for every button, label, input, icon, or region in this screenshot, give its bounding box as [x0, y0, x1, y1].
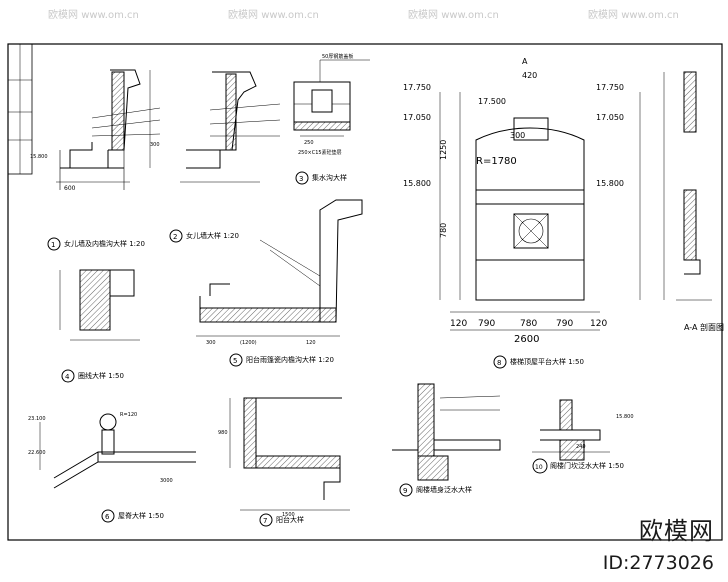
detail-title: 楼梯顶屋平台大样 1:50 [510, 357, 584, 366]
detail-number: 4 [65, 373, 70, 381]
brand-name: 欧模网 [639, 517, 714, 545]
detail-title: 圈线大样 1:50 [78, 371, 124, 380]
image-id: ID:2773026 [602, 552, 714, 574]
detail-number: 7 [263, 517, 267, 525]
stair-elev-right: 17.750 [596, 83, 624, 92]
detail-title: 阁楼门坎泛水大样 1:50 [550, 461, 624, 470]
watermark: 欧模网 www.om.cn [48, 10, 139, 21]
detail-1-dim: 600 [64, 185, 76, 192]
detail-bubble [259, 513, 273, 527]
section-aa [663, 71, 712, 301]
detail-6-elevation: 22.600 [28, 450, 46, 456]
detail-number: 5 [233, 357, 237, 365]
stair-total-width: 2600 [514, 334, 539, 345]
detail-title: 女儿墙及内檐沟大样 1:20 [64, 239, 145, 248]
detail-title: 阳台大样 [276, 515, 304, 524]
detail-bubble [399, 483, 413, 497]
detail-number: 2 [173, 233, 177, 241]
detail-bubble [295, 171, 309, 185]
section-mark: A [522, 57, 528, 66]
stair-bottom-dim: 790 [478, 319, 495, 329]
stair-vdim: 780 [439, 223, 448, 238]
detail-title: 集水沟大样 [312, 173, 347, 182]
detail-5-dim: 300 [206, 340, 216, 346]
section-aa-label: A-A 剖面图 [684, 322, 724, 332]
detail-number: 9 [403, 487, 407, 495]
stair-top-dim: 300 [510, 131, 525, 140]
detail-6-radius: R=120 [120, 412, 137, 418]
stair-bottom-dim: 120 [450, 319, 467, 329]
detail-number: 3 [299, 175, 303, 183]
detail-3-top-label: 50厚钢筋盖板 [322, 53, 353, 60]
stair-elev-left: 17.050 [403, 113, 431, 122]
sheet-frame [7, 43, 723, 541]
detail-3-note: 250×C15素砼垫层 [298, 149, 342, 156]
stair-elev-right: 15.800 [596, 179, 624, 188]
detail-3-dim: 250 [304, 140, 314, 146]
detail-7-dim: 980 [218, 430, 228, 436]
detail-3-drain [293, 59, 370, 137]
detail-number: 8 [497, 359, 501, 367]
stair-radius: R=1780 [476, 156, 517, 167]
detail-bubble [229, 353, 243, 367]
detail-6-dim: 3000 [160, 478, 173, 484]
detail-6-elevation: 23.100 [28, 416, 46, 422]
stair-elev-left: 15.800 [403, 179, 431, 188]
detail-bubble [493, 355, 507, 369]
stair-bottom-dim: 120 [590, 319, 607, 329]
detail-9-attic-flashing [392, 383, 501, 481]
detail-10-elevation: 15.800 [616, 414, 634, 420]
stair-elev-mid: 17.500 [478, 97, 506, 106]
detail-1-dim: 300 [150, 142, 160, 148]
watermark: 欧模网 www.om.cn [588, 10, 679, 21]
watermark: 欧模网 www.om.cn [408, 10, 499, 21]
detail-1-elevation: 15.800 [30, 154, 48, 160]
detail-8-stair-platform [439, 92, 641, 331]
stair-elev-right: 17.050 [596, 113, 624, 122]
detail-5-dim: (1200) [240, 340, 257, 346]
detail-title: 女儿墙大样 1:20 [186, 231, 239, 240]
detail-bubble [47, 237, 61, 251]
stair-bottom-dim: 790 [556, 319, 573, 329]
detail-5-dim: 120 [306, 340, 316, 346]
detail-number: 6 [105, 513, 110, 521]
detail-7-dim: 1500 [282, 512, 295, 518]
stair-vdim: 1250 [439, 140, 448, 160]
detail-bubble [169, 229, 183, 243]
detail-10-door-sill [532, 399, 610, 461]
detail-title: 屋脊大样 1:50 [118, 511, 164, 520]
detail-4-moulding [59, 269, 140, 341]
detail-2-parapet [180, 71, 281, 183]
watermark: 欧模网 www.om.cn [228, 10, 319, 21]
detail-6-ridge [39, 413, 196, 489]
detail-number: 1 [51, 241, 55, 249]
detail-bubble [532, 458, 548, 474]
detail-title: 阳台雨篷瓷内檐沟大样 1:20 [246, 355, 334, 364]
detail-title: 阁楼墙身泛水大样 [416, 485, 472, 494]
detail-1-parapet-gutter [56, 69, 161, 190]
stair-elev-left: 17.750 [403, 83, 431, 92]
detail-7-balcony [229, 397, 350, 511]
detail-bubble [101, 509, 115, 523]
detail-bubble [61, 369, 75, 383]
detail-number: 10 [535, 464, 543, 471]
stair-top-dim: 420 [522, 71, 537, 80]
stair-bottom-dim: 780 [520, 319, 537, 329]
detail-5-balcony-canopy [196, 199, 363, 337]
detail-10-dim: 240 [576, 444, 586, 450]
detail-labels: 1 女儿墙及内檐沟大样 1:20 2 女儿墙大样 1:20 3 集水沟大样 4 … [47, 171, 624, 527]
